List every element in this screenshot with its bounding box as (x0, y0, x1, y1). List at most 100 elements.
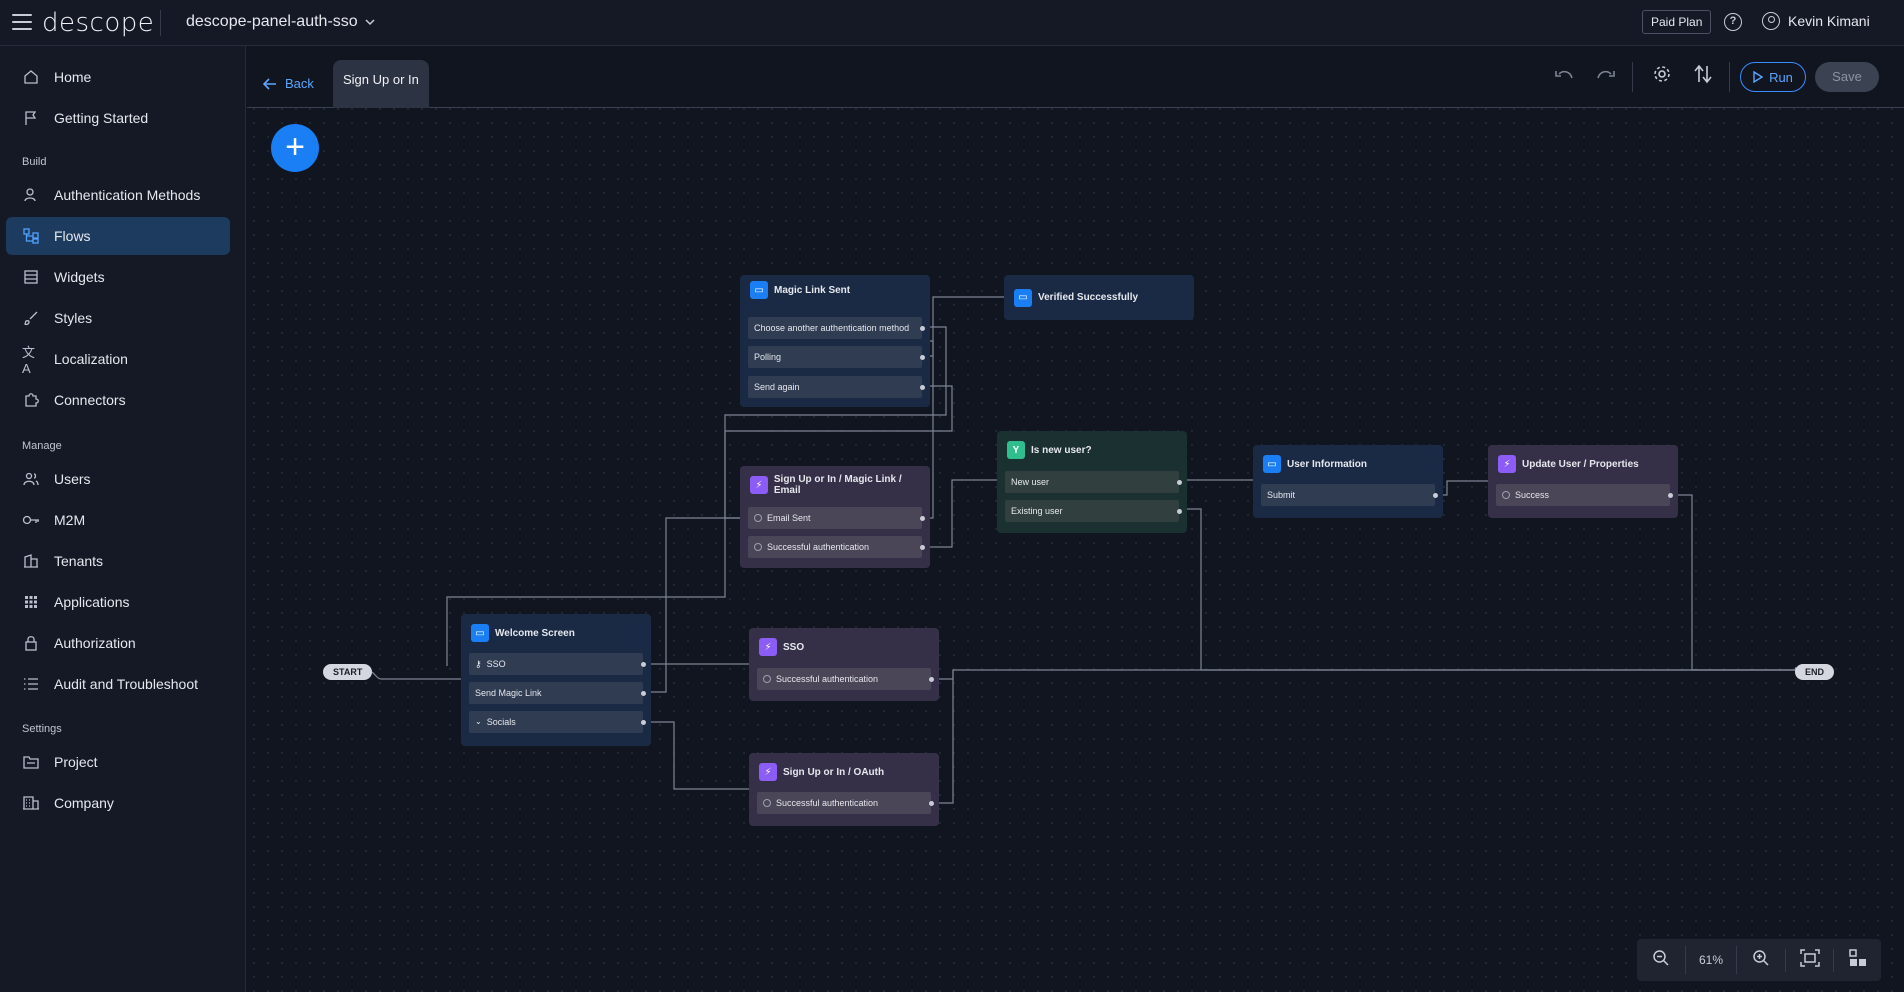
sidebar-item-label: Styles (54, 310, 93, 326)
edge-submit-update (1435, 480, 1490, 496)
fit-view-icon[interactable] (1785, 948, 1833, 972)
tab-sign-up-or-in[interactable]: Sign Up or In (333, 60, 429, 108)
descope-logo[interactable]: descope (42, 8, 155, 38)
project-selector[interactable]: descope-panel-auth-sso (186, 13, 376, 31)
import-export-icon[interactable] (1690, 64, 1716, 90)
lightning-icon: ⚡ (750, 476, 768, 494)
user-menu[interactable]: Kevin Kimani (1762, 12, 1870, 30)
node-welcome-screen[interactable]: ▭ Welcome Screen ⚷ SSO Send Magic Link ⌄So… (461, 614, 651, 746)
paid-plan-badge[interactable]: Paid Plan (1642, 10, 1712, 34)
menu-icon[interactable] (12, 14, 32, 30)
zoom-out-icon[interactable] (1637, 949, 1685, 972)
run-label: Run (1769, 69, 1793, 85)
node-title: Magic Link Sent (774, 284, 851, 296)
node-user-information[interactable]: ▭User Information Submit (1253, 445, 1443, 518)
node-output[interactable]: ⚷ SSO (469, 653, 646, 675)
screen-icon: ▭ (750, 281, 768, 299)
help-icon[interactable]: ? (1724, 13, 1742, 31)
output-label: SSO (486, 659, 506, 669)
zoom-in-icon[interactable] (1737, 949, 1785, 972)
sidebar-item-label: Audit and Troubleshoot (54, 676, 198, 692)
sidebar-item-connectors[interactable]: Connectors (6, 381, 230, 419)
sidebar-item-widgets[interactable]: Widgets (6, 258, 230, 296)
zoom-controls: 61% (1637, 939, 1881, 981)
run-button[interactable]: Run (1740, 62, 1806, 92)
output-label: Choose another authentication method (754, 323, 910, 333)
node-output[interactable]: Email Sent (748, 507, 925, 529)
sidebar-item-styles[interactable]: Styles (6, 299, 230, 337)
lock-icon (22, 634, 40, 652)
node-sso[interactable]: ⚡ SSO Successful authentication (749, 628, 939, 701)
add-node-button[interactable]: + (271, 124, 319, 172)
screen-icon: ▭ (471, 624, 489, 642)
start-node[interactable]: START (323, 664, 373, 680)
back-label: Back (285, 76, 314, 91)
sidebar-item-tenants[interactable]: Tenants (6, 542, 230, 580)
node-oauth[interactable]: ⚡Sign Up or In / OAuth Successful authen… (749, 753, 939, 826)
flag-icon (22, 109, 40, 127)
divider (160, 10, 161, 36)
chevron-down-icon: ⌄ (475, 717, 482, 726)
output-label: Polling (754, 352, 782, 362)
project-name: descope-panel-auth-sso (186, 13, 358, 30)
node-output[interactable]: Choose another authentication method (748, 317, 925, 339)
output-label: Successful authentication (776, 798, 879, 808)
lightning-icon: ⚡ (759, 763, 777, 781)
sidebar-item-m2m[interactable]: M2M (6, 501, 230, 539)
screen-icon: ▭ (1014, 288, 1032, 307)
node-output[interactable]: Existing user (1005, 500, 1182, 522)
node-output-socials[interactable]: ⌄Socials (469, 711, 646, 733)
node-sign-up-magic-link[interactable]: ⚡Sign Up or In / Magic Link / Email Emai… (740, 466, 930, 568)
top-bar: descope descope-panel-auth-sso Paid Plan… (0, 0, 1904, 46)
auto-layout-icon[interactable] (1833, 948, 1881, 972)
key-icon: ⚷ (475, 659, 482, 669)
node-output[interactable]: New user (1005, 471, 1182, 493)
save-button[interactable]: Save (1815, 62, 1879, 92)
node-title: SSO (783, 641, 805, 653)
node-magic-link-sent[interactable]: ▭ Magic Link Sent Choose another authenti… (740, 275, 930, 407)
sidebar-item-flows[interactable]: Flows (6, 217, 230, 255)
node-output[interactable]: Successful authentication (757, 792, 934, 814)
sidebar-item-applications[interactable]: Applications (6, 583, 230, 621)
node-output[interactable]: Successful authentication (748, 536, 925, 558)
sidebar-item-audit[interactable]: Audit and Troubleshoot (6, 665, 230, 703)
gear-icon[interactable] (1649, 64, 1675, 90)
output-label: Existing user (1011, 506, 1063, 516)
output-label: Successful authentication (776, 674, 879, 684)
edge-welcome-magiclink (643, 517, 740, 693)
node-output[interactable]: Success (1496, 484, 1673, 506)
node-output[interactable]: Send again (748, 376, 925, 398)
node-output[interactable]: Polling (748, 346, 925, 368)
output-label: Send Magic Link (475, 688, 542, 698)
folder-icon (22, 753, 40, 771)
lightning-icon: ⚡ (759, 638, 777, 656)
node-verified-successfully[interactable]: ▭ Verified Successfully (1004, 275, 1194, 320)
section-build: Build (22, 156, 47, 168)
node-title: Welcome Screen (495, 627, 575, 639)
sidebar: Home Getting Started Build Authenticatio… (0, 46, 246, 992)
sidebar-item-getting-started[interactable]: Getting Started (6, 99, 230, 137)
end-node[interactable]: END (1795, 664, 1835, 680)
node-output[interactable]: Send Magic Link (469, 682, 646, 704)
redo-icon[interactable] (1592, 64, 1618, 90)
node-title: Verified Successfully (1038, 292, 1139, 303)
node-output[interactable]: Submit (1261, 484, 1438, 506)
back-button[interactable]: Back (263, 76, 314, 91)
sidebar-item-authentication-methods[interactable]: Authentication Methods (6, 176, 230, 214)
sidebar-item-users[interactable]: Users (6, 460, 230, 498)
edge-sendagain (724, 385, 953, 519)
sidebar-item-localization[interactable]: 文A Localization (6, 340, 230, 378)
sidebar-item-home[interactable]: Home (6, 58, 230, 96)
sidebar-item-company[interactable]: Company (6, 784, 230, 822)
sidebar-item-authorization[interactable]: Authorization (6, 624, 230, 662)
play-icon (1753, 71, 1764, 83)
sidebar-item-project[interactable]: Project (6, 743, 230, 781)
sidebar-item-label: Widgets (54, 269, 105, 285)
node-output[interactable]: Successful authentication (757, 668, 934, 690)
node-title: Is new user? (1031, 444, 1092, 456)
undo-icon[interactable] (1552, 64, 1578, 90)
divider (1632, 62, 1633, 92)
sidebar-item-label: Authentication Methods (54, 187, 201, 203)
node-update-user[interactable]: ⚡Update User / Properties Success (1488, 445, 1678, 518)
